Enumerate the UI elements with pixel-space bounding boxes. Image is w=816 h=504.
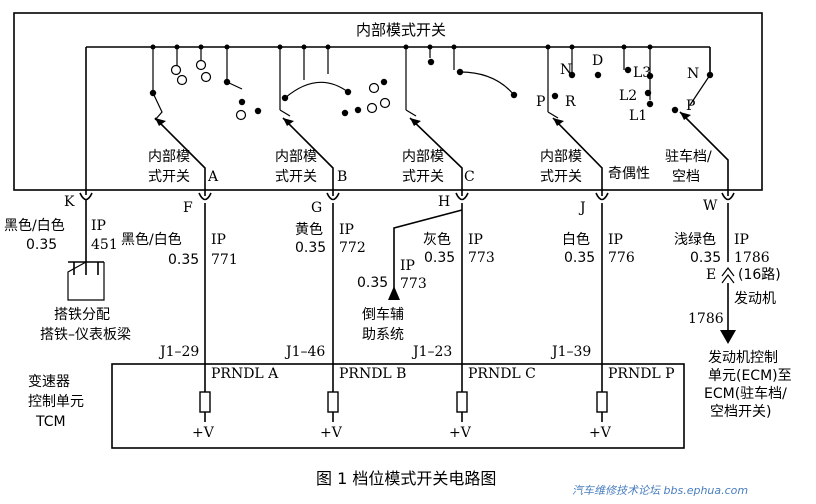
connector-symbols [79,192,735,201]
switch-c-contacts [366,47,518,117]
contact-n2: N [687,66,699,82]
park-label-2: 空档 [672,169,700,185]
contact-l1: L1 [629,108,647,124]
pin-j: J [578,200,586,216]
engine-label: 发动机 [734,291,776,307]
wire-w-size: 0.35 [690,250,721,266]
ecm-label-3: ECM(驻车档/ [704,385,787,402]
wire-f-color: 黑色/白色 [121,231,182,248]
wire-h2-ip: IP [400,258,415,274]
wire-g-num: 772 [339,240,366,256]
tcm-term-1: J1–29 [158,344,199,360]
wire-g-ip: IP [339,222,354,238]
pin-h: H [438,194,450,210]
contact-n1: N [560,62,572,78]
wire-h2-size: 0.35 [357,275,388,291]
wire-k-ip: IP [91,218,106,234]
wire-h-color: 灰色 [423,231,451,248]
switch-a-label-1: 内部模 [148,149,190,165]
wire-k-num: 451 [91,237,118,253]
signal-wires [67,200,736,392]
switch-c-label-1: 内部模 [402,149,444,165]
prndl-p: PRNDL P [608,366,675,382]
pullup-resistors [199,391,608,422]
wire-g-size: 0.35 [295,240,326,256]
tcm-term-2: J1–46 [284,344,325,360]
parity-label-extra: 奇偶性 [608,165,650,182]
ecm-label-4: 空档开关) [710,404,771,420]
contact-p1: P [536,94,545,110]
contact-l3: L3 [633,65,651,81]
switch-b-label-2: 式开关 [275,169,317,185]
switch-a-contacts [149,47,262,121]
reverse-label-1: 倒车辅 [362,306,404,323]
wire-h-num: 773 [468,250,495,266]
prndl-c: PRNDL C [468,366,536,382]
ecm-label-2: 单元(ECM)至 [708,368,792,384]
contact-l2: L2 [619,88,637,104]
switch-b-label-1: 内部模 [275,149,317,165]
tcm-term-4: J1–39 [550,344,591,360]
reverse-label-2: 助系统 [362,327,404,343]
wire-w-color: 浅绿色 [674,231,716,248]
tcm-term-3: J1–23 [411,344,452,360]
prndl-a: PRNDL A [211,366,279,382]
switch-b-letter: B [337,169,347,185]
prndl-b: PRNDL B [339,366,406,382]
wire-h2-num: 773 [400,276,427,292]
wire-j-num: 776 [608,250,635,266]
switch-b-contacts [279,47,362,117]
contact-d: D [592,53,603,69]
switch-a-label-2: 式开关 [148,169,190,185]
ground-label-2: 搭铁–仪表板梁 [40,327,131,343]
wire-w-e2: (16路) [738,267,781,283]
switch-housing [13,12,763,191]
wire-j-ip: IP [608,232,623,248]
supply-c: +V [449,425,472,441]
wire-f-num: 771 [211,252,238,268]
wire-w-e: E [706,267,716,283]
wire-j-color: 白色 [562,231,590,248]
watermark: 汽车维修技术论坛 bbs.ephua.com [572,484,748,497]
wire-j-size: 0.35 [564,250,595,266]
ground-label-1: 搭铁分配 [54,307,110,323]
parity-contacts [547,47,654,119]
tcm-label-3: TCM [35,414,66,430]
tcm-box [111,363,685,449]
wire-g-color: 黄色 [295,221,323,238]
parity-label-1: 内部模 [540,149,582,165]
switch-title: 内部模式开关 [356,21,446,39]
switch-c-letter: C [464,169,475,185]
tcm-label-1: 变速器 [28,374,70,390]
pin-k: K [64,194,75,210]
pin-f: F [183,200,193,216]
wire-w-num2: 1786 [688,311,724,327]
tcm-label-2: 控制单元 [28,394,84,410]
contact-p2: P [686,98,695,114]
supply-a: +V [192,425,215,441]
supply-b: +V [320,425,343,441]
contact-r: R [565,94,576,110]
wire-w-ip: IP [734,232,749,248]
ecm-label-1: 发动机控制 [708,350,778,366]
parity-label-2: 式开关 [540,169,582,185]
supply-p: +V [589,425,612,441]
figure-caption: 图 1 档位模式开关电路图 [316,469,496,488]
pin-g: G [311,200,322,216]
switch-a-letter: A [207,169,219,185]
wire-f-ip: IP [211,232,226,248]
wire-f-size: 0.35 [168,252,199,268]
wire-w-num: 1786 [734,250,770,266]
park-label-1: 驻车档/ [665,148,712,165]
wiper-arrows [154,111,729,196]
wire-k-size: 0.35 [26,237,57,253]
wire-k-color: 黑色/白色 [4,217,65,234]
wire-h-ip: IP [468,232,483,248]
wire-h-size: 0.35 [424,250,455,266]
switch-c-label-2: 式开关 [402,169,444,185]
pin-w: W [703,198,718,214]
park-contacts [671,71,714,114]
